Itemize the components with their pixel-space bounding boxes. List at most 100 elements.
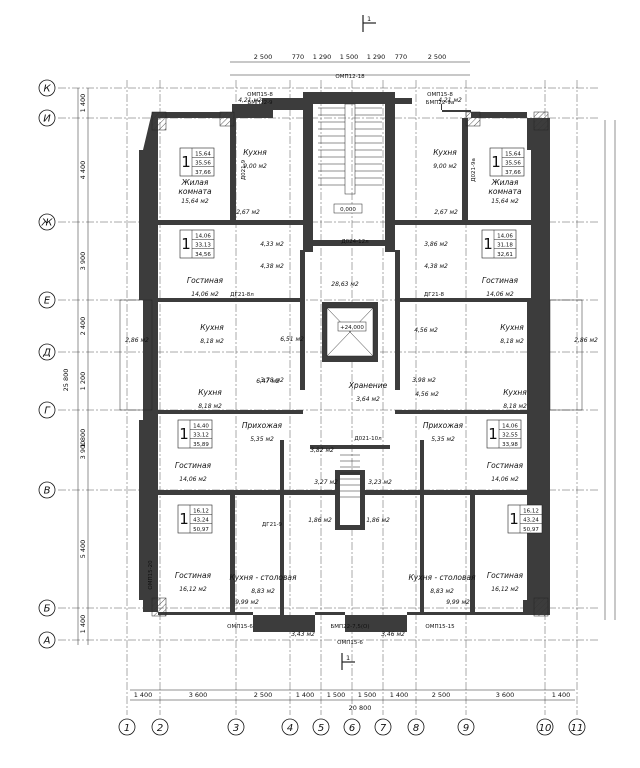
- room-area-lounge-r3: 16,12 м2: [491, 586, 519, 593]
- axis-number-11: 11: [571, 723, 584, 734]
- bottom-dim: 3 600: [189, 691, 208, 699]
- small-area: 4,33 м2: [260, 241, 284, 248]
- apartment-living-area: 15,64: [195, 152, 211, 158]
- section-mark-label-bottom: 1: [346, 654, 350, 662]
- small-area: 2,67 м2: [236, 209, 260, 216]
- top-dim: 1 290: [313, 53, 332, 61]
- building-walls: [119, 92, 583, 632]
- left-dim: 1 400: [79, 94, 87, 113]
- axis-bubble-7: [374, 718, 392, 736]
- apartment-number: 1: [491, 153, 501, 171]
- axis-bubble-5: [312, 718, 330, 736]
- room-area-kitchen-tr: 9,00 м2: [433, 163, 457, 170]
- axis-bubble-Zh: [38, 213, 56, 231]
- apartment-number: 1: [179, 425, 189, 443]
- room-area-lounge-l3: 16,12 м2: [179, 586, 207, 593]
- axis-number-6: 6: [349, 723, 355, 734]
- bottom-dim: 1 500: [327, 691, 346, 699]
- bottom-dim: 2 500: [254, 691, 273, 699]
- top-dim: 770: [292, 53, 304, 61]
- element-tag: ОМП12-18: [335, 74, 365, 80]
- apartment-total-area: 43,24: [193, 518, 209, 524]
- left-dim: 4 400: [79, 161, 87, 180]
- room-area-lounge-l1: 14,06 м2: [191, 291, 219, 298]
- apartment-living-area: 14,06: [502, 424, 518, 430]
- apartment-living-area: 14,06: [497, 234, 513, 240]
- axis-label-B: Б: [44, 604, 51, 615]
- small-area: 3,78 м2: [260, 377, 284, 384]
- room-label-kitchen-gr: Кухня: [503, 388, 527, 397]
- stair-steps: [318, 103, 382, 498]
- room-label-hall-r: Прихожая: [423, 421, 464, 430]
- apartment-total-area: 31,18: [497, 243, 513, 249]
- axis-number-9: 9: [463, 723, 469, 734]
- left-total-dimension: 25 800: [62, 369, 70, 392]
- axis-bubble-6: [343, 718, 361, 736]
- element-tag: Д021-9а: [471, 158, 477, 182]
- apartment-living-area: 16,12: [523, 509, 539, 515]
- small-area: 6,47 м2: [256, 378, 280, 385]
- axis-bubble-K: [38, 79, 56, 97]
- axis-bubble-2: [151, 718, 169, 736]
- room-area-hall-l: 5,35 м2: [250, 436, 274, 443]
- axis-label-G: Г: [44, 406, 51, 417]
- room-label-kitchen-tl: Кухня: [243, 148, 267, 157]
- section-mark-top: 1: [362, 15, 376, 32]
- element-tag: Д021-10л: [354, 436, 382, 442]
- axis-label-I: И: [43, 114, 51, 125]
- elevation-mark-label: +24,000: [340, 325, 364, 331]
- room-label-lounge-l3: Гостиная: [175, 571, 212, 580]
- small-area: 4,38 м2: [260, 263, 284, 270]
- apartment-number: 1: [181, 235, 191, 253]
- hatched-columns: [151, 111, 549, 617]
- bottom-dim: 1 400: [390, 691, 409, 699]
- small-area: 2,86 м2: [125, 337, 149, 344]
- room-area-living-tl: 15,64 м2: [181, 198, 209, 205]
- lift-hall-area: 28,63 м2: [331, 281, 359, 288]
- apartment-area-with-balcony: 34,56: [195, 252, 211, 258]
- bottom-dim: 3 600: [496, 691, 515, 699]
- apartment-area-with-balcony: 37,66: [505, 170, 521, 176]
- room-label-kitchen-tr: Кухня: [433, 148, 457, 157]
- top-dim: 1 290: [367, 53, 386, 61]
- apartment-living-area: 14,40: [193, 424, 209, 430]
- room-area-kitchen-gr: 8,18 м2: [503, 403, 527, 410]
- room-label-storage: Хранение: [348, 381, 388, 390]
- small-area: 1,86 м2: [308, 517, 332, 524]
- apartment-living-area: 14,06: [195, 234, 211, 240]
- apartment-area-with-balcony: 50,97: [523, 527, 539, 533]
- element-tag: ОМП15-20: [148, 560, 154, 590]
- axis-bubble-8: [407, 718, 425, 736]
- bottom-dim: 1 400: [134, 691, 153, 699]
- top-dim: 2 500: [254, 53, 273, 61]
- room-label-living-tr-2: комната: [488, 187, 522, 196]
- axis-bubble-10: [536, 718, 554, 736]
- room-label-living-tl-2: комната: [178, 187, 212, 196]
- axis-label-V: В: [44, 486, 51, 497]
- room-label-lounge-l1: Гостиная: [187, 276, 224, 285]
- axis-number-5: 5: [318, 723, 324, 734]
- bottom-dim: 2 500: [432, 691, 451, 699]
- left-dim: 5 400: [79, 540, 87, 559]
- axis-number-3: 3: [233, 723, 239, 734]
- axis-bubble-V: [38, 481, 56, 499]
- small-area: 3,43 м2: [291, 631, 315, 638]
- axis-bubble-D: [38, 343, 56, 361]
- element-tag: ОМП15-6: [337, 640, 363, 646]
- apartment-total-area: 35,56: [505, 161, 521, 167]
- axis-label-A: А: [43, 636, 51, 647]
- small-area: 6,51 м2: [280, 336, 304, 343]
- element-tag: ДГ21-9: [262, 522, 283, 528]
- axis-bubble-G: [38, 401, 56, 419]
- room-label-kitchen-dining-r: Кухня - столовая: [408, 573, 476, 582]
